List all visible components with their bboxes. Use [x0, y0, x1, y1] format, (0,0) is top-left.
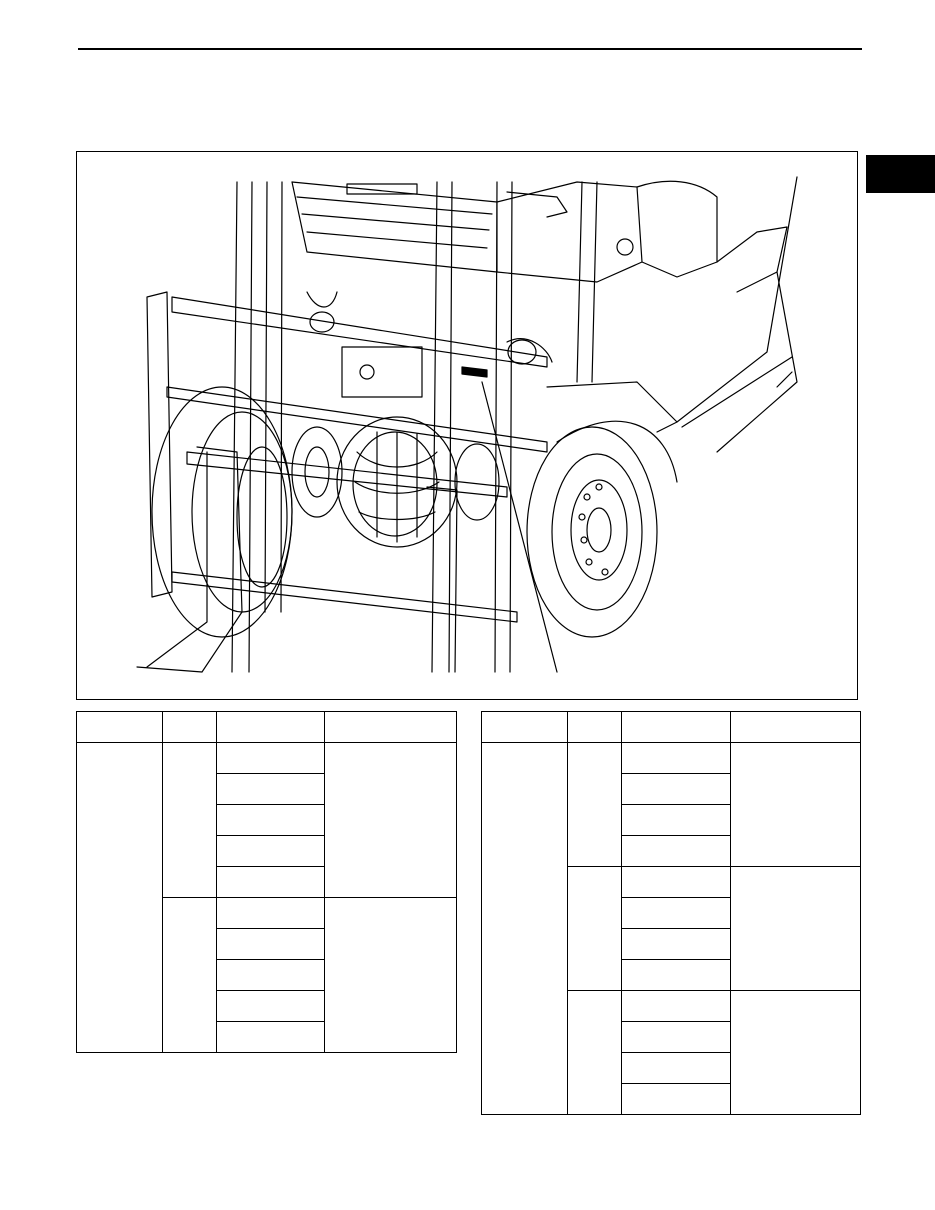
table-cell — [216, 866, 325, 898]
table-cell — [621, 1021, 731, 1053]
table-cell — [216, 804, 325, 836]
table-cell — [621, 742, 731, 774]
table-header — [621, 711, 731, 743]
table-cell — [567, 990, 622, 1115]
table-cell — [621, 897, 731, 929]
table-cell — [621, 1083, 731, 1115]
table-header — [567, 711, 622, 743]
table-header — [730, 711, 861, 743]
figure-frame — [76, 151, 858, 700]
table-cell — [730, 990, 861, 1115]
table-cell — [567, 742, 622, 867]
table-cell — [621, 990, 731, 1022]
table-cell — [621, 1052, 731, 1084]
table-cell — [76, 742, 163, 1053]
table-cell — [216, 928, 325, 960]
table-cell — [216, 990, 325, 1022]
table-cell — [216, 1021, 325, 1053]
table-header — [216, 711, 325, 743]
table-cell — [324, 897, 457, 1053]
table-cell — [730, 742, 861, 867]
table-cell — [621, 835, 731, 867]
table-cell — [730, 866, 861, 991]
table-header — [162, 711, 217, 743]
spec-table-right — [481, 711, 861, 1115]
table-cell — [621, 928, 731, 960]
table-cell — [621, 959, 731, 991]
table-cell — [216, 835, 325, 867]
header-rule — [78, 48, 862, 50]
table-cell — [216, 959, 325, 991]
table-cell — [162, 897, 217, 1053]
table-cell — [567, 866, 622, 991]
table-cell — [162, 742, 217, 898]
table-cell — [216, 897, 325, 929]
table-cell — [481, 742, 568, 1115]
table-cell — [216, 773, 325, 805]
forklift-illustration — [136, 176, 798, 673]
table-cell — [621, 866, 731, 898]
table-header — [76, 711, 163, 743]
table-cell — [621, 804, 731, 836]
table-cell — [324, 742, 457, 898]
table-header — [481, 711, 568, 743]
spec-table-left — [76, 711, 457, 1053]
table-header — [324, 711, 457, 743]
table-cell — [621, 773, 731, 805]
section-tab-marker — [866, 155, 935, 193]
table-cell — [216, 742, 325, 774]
